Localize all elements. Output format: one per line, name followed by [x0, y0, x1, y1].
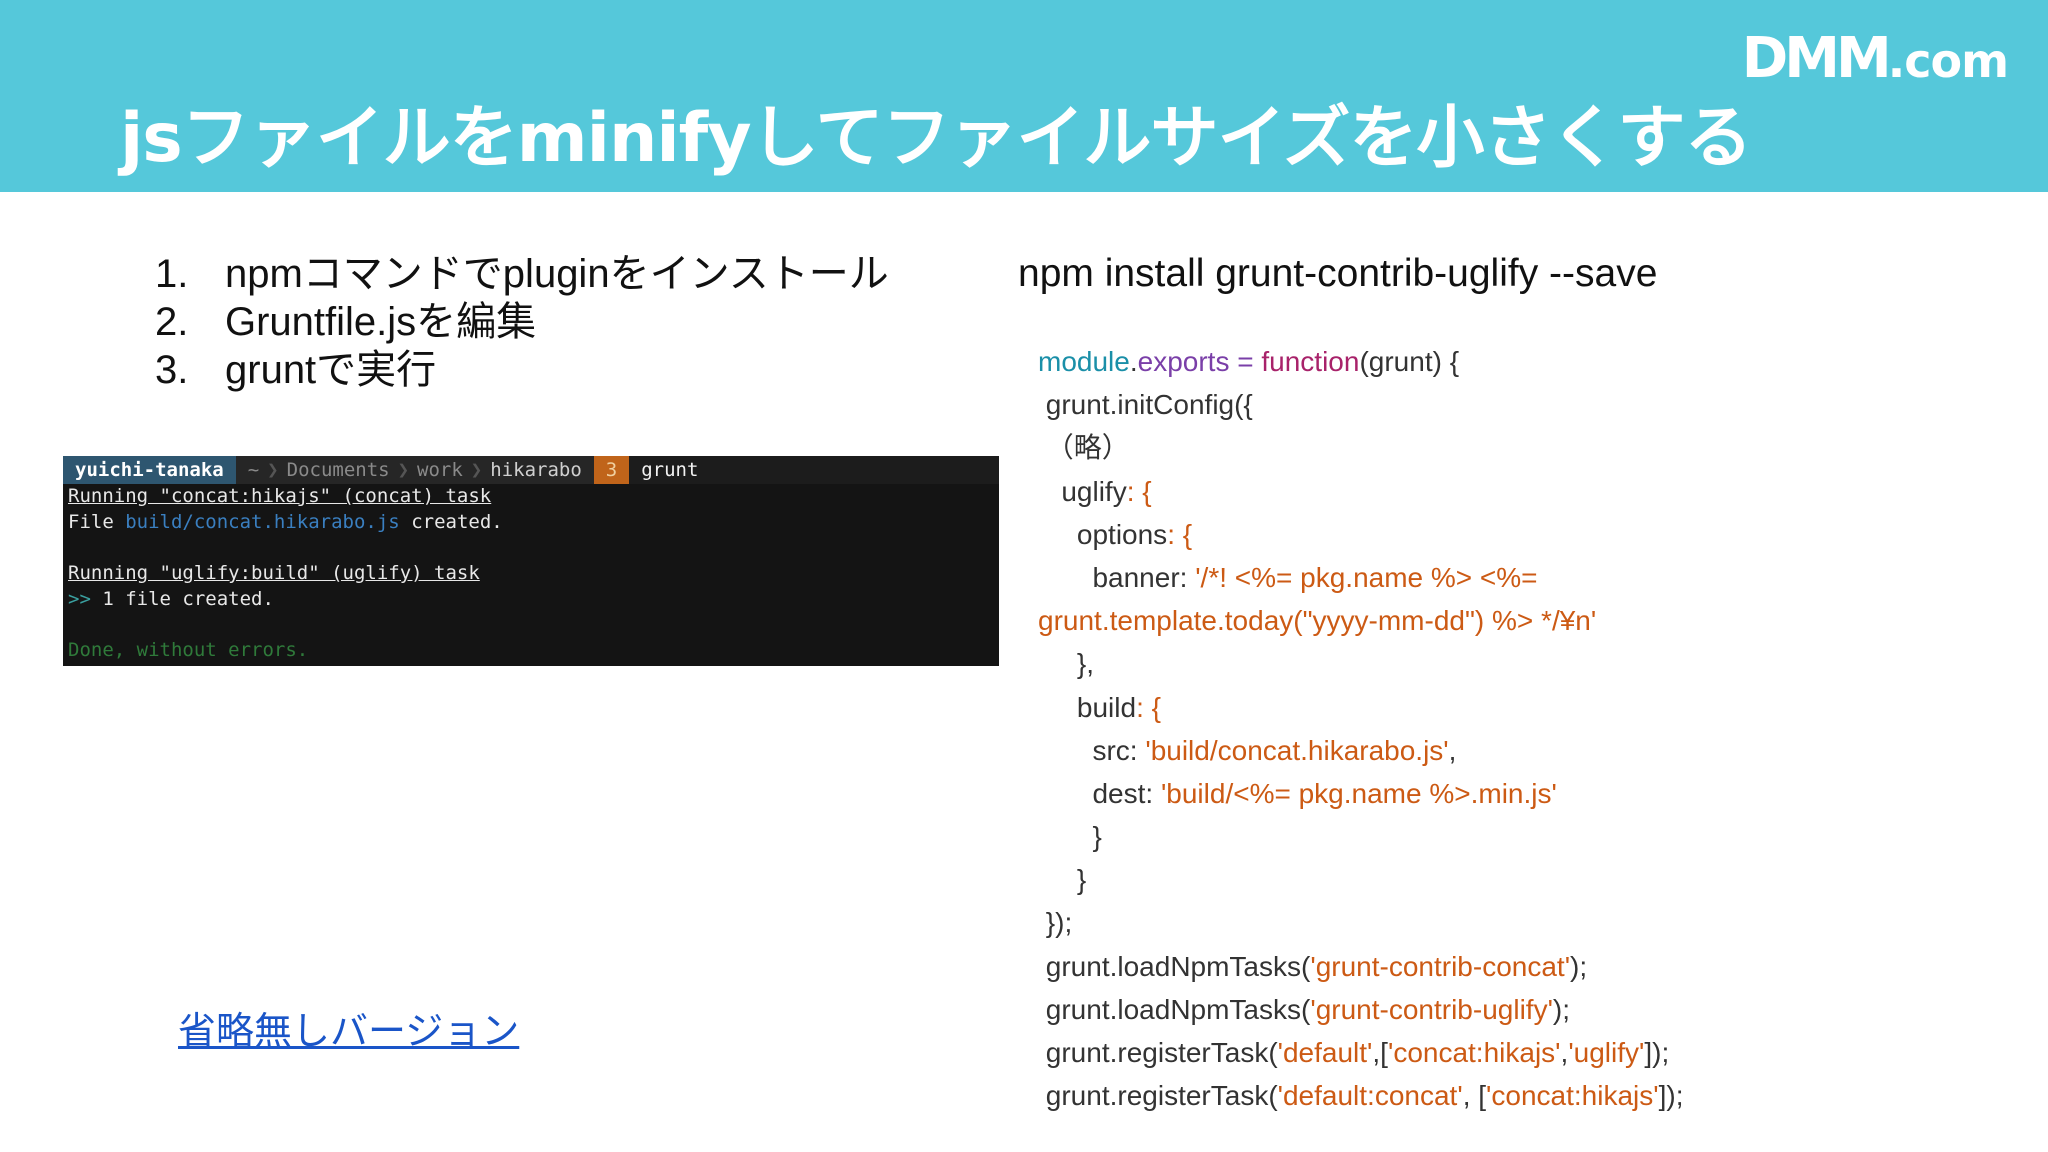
code-line: banner: '/*! <%= pkg.name %> <%=	[1038, 561, 1538, 593]
code-line: grunt.loadNpmTasks('grunt-contrib-concat…	[1038, 950, 1588, 982]
step-text: npmコマンドでpluginをインストール	[225, 252, 889, 296]
code-line: options: {	[1038, 518, 1193, 550]
step-number: 3.	[155, 348, 189, 392]
code-line: grunt.loadNpmTasks('grunt-contrib-uglify…	[1038, 993, 1571, 1025]
install-command: npm install grunt-contrib-uglify --save	[1018, 252, 1658, 295]
terminal-line: Running "concat:hikajs" (concat) task	[68, 485, 492, 507]
slide-header: DMM.com jsファイルをminifyしてファイルサイズを小さくする	[0, 0, 2048, 192]
step-number: 1.	[155, 252, 189, 296]
code-line: build: {	[1038, 691, 1161, 723]
terminal-blank-line	[63, 612, 999, 638]
gruntfile-code-block: module.exports = function(grunt) { grunt…	[1038, 340, 1683, 1117]
step-item: 3. gruntで実行	[155, 346, 889, 394]
code-line: },	[1038, 648, 1095, 680]
terminal-blank-line	[63, 535, 999, 561]
terminal-line: Running "uglify:build" (uglify) task	[68, 562, 480, 585]
terminal-line: Done, without errors.	[68, 639, 309, 662]
chevron-right-icon: ❯	[470, 459, 483, 481]
step-number: 2.	[155, 300, 189, 344]
code-line: grunt.registerTask('default:concat', ['c…	[1038, 1080, 1684, 1112]
code-line: module.exports = function(grunt) {	[1038, 346, 1460, 377]
prompt-command: grunt	[641, 459, 699, 481]
code-line: uglify: {	[1038, 475, 1152, 507]
dmm-logo: DMM.com	[1741, 26, 2009, 91]
prompt-count-badge: 3	[593, 456, 630, 484]
terminal-prompt: yuichi-tanaka ~❯Documents❯work❯hikarabo …	[63, 456, 999, 484]
prompt-path: ~❯Documents❯work❯hikarabo	[235, 456, 594, 484]
prompt-user: yuichi-tanaka	[63, 456, 236, 484]
terminal-line: >> 1 file created.	[68, 587, 274, 610]
step-item: 2. Gruntfile.jsを編集	[155, 298, 889, 346]
code-line: }	[1038, 821, 1102, 853]
code-line: src: 'build/concat.hikarabo.js',	[1038, 734, 1457, 766]
code-line: grunt.registerTask('default',['concat:hi…	[1038, 1037, 1670, 1068]
step-item: 1. npmコマンドでpluginをインストール	[155, 250, 889, 298]
code-line: grunt.template.today("yyyy-mm-dd") %> */…	[1038, 605, 1597, 637]
code-line: dest: 'build/<%= pkg.name %>.min.js'	[1038, 777, 1557, 809]
code-line: grunt.initConfig({	[1038, 389, 1253, 421]
slide-title: jsファイルをminifyしてファイルサイズを小さくする	[120, 99, 1752, 178]
full-version-link[interactable]: 省略無しバージョン	[178, 1009, 520, 1053]
code-line: }	[1038, 864, 1087, 896]
steps-list: 1. npmコマンドでpluginをインストール 2. Gruntfile.jsを編…	[155, 250, 889, 394]
step-text: Gruntfile.jsを編集	[225, 300, 537, 344]
terminal-screenshot: yuichi-tanaka ~❯Documents❯work❯hikarabo …	[63, 456, 999, 666]
step-text: gruntで実行	[225, 348, 437, 392]
code-line: });	[1038, 907, 1073, 939]
code-line: （略）	[1038, 432, 1130, 464]
terminal-line: File build/concat.hikarabo.js created.	[68, 510, 503, 533]
chevron-right-icon: ❯	[267, 459, 279, 481]
chevron-right-icon: ❯	[397, 459, 410, 481]
